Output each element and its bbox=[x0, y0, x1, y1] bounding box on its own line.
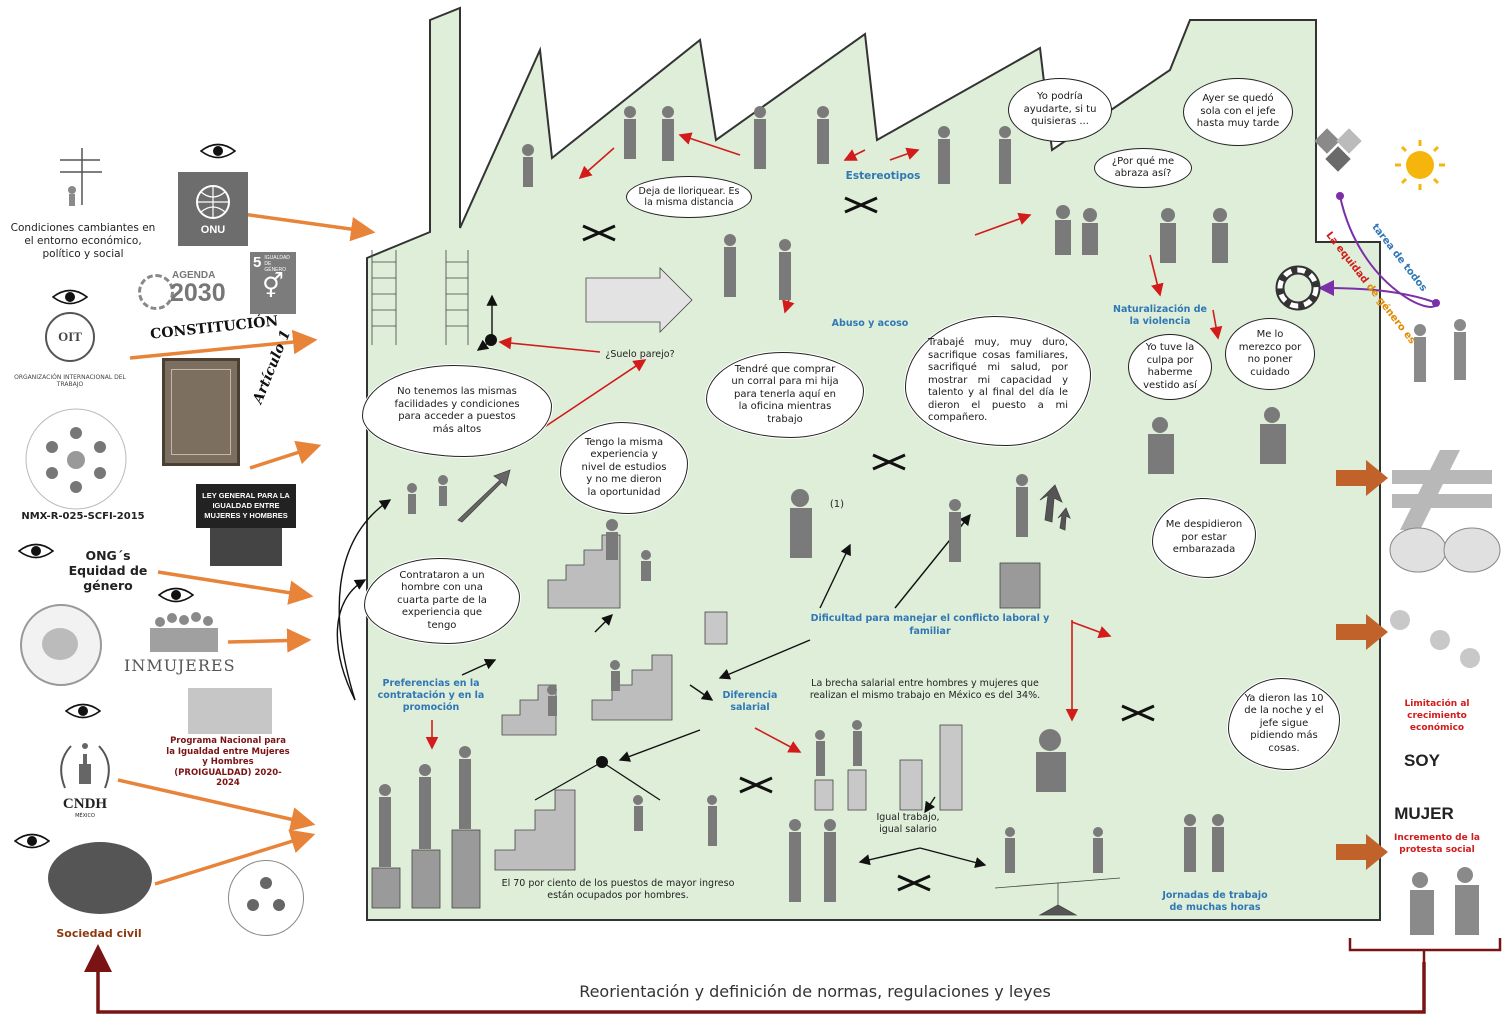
arrow-sociedad bbox=[154, 829, 316, 886]
mexico-seal-image bbox=[210, 528, 282, 566]
limitacion-label: Limitación al crecimiento económico bbox=[1404, 699, 1470, 733]
constitution-document-image bbox=[162, 358, 240, 466]
puzzle-hands-icon bbox=[1314, 128, 1362, 172]
label-preferencias: Preferencias en la contratación y en la … bbox=[377, 678, 485, 713]
arrow-onu bbox=[227, 210, 376, 242]
thought-cloud: Ya dieron las 10 de la noche y el jefe s… bbox=[1228, 678, 1340, 770]
crossed-swords-3 bbox=[872, 453, 906, 471]
ong-label: ONG´s Equidad de género bbox=[68, 548, 148, 593]
suelo-parejo-text: ¿Suelo parejo? bbox=[605, 349, 675, 360]
cndh-label: CNDH bbox=[62, 796, 108, 812]
oit-emblem: OIT bbox=[45, 312, 95, 362]
arrow-articulo bbox=[249, 440, 322, 470]
sdg5-number: 5 bbox=[253, 254, 262, 271]
label-jornadas: Jornadas de trabajo de muchas horas bbox=[1162, 890, 1268, 913]
thought-cloud: Me despidieron por estar embarazada bbox=[1152, 498, 1256, 578]
speech-bubble: ¿Por qué me abraza así? bbox=[1094, 148, 1192, 188]
crossed-swords-5 bbox=[897, 874, 931, 892]
gender-equality-icon: ⚥ bbox=[262, 273, 284, 300]
footnote-1: (1) bbox=[829, 499, 845, 510]
nmx-seal-icon bbox=[25, 408, 127, 510]
speech-bubble: Yo tuve la culpa por haberme vestido así bbox=[1128, 334, 1212, 400]
arrow-right-2 bbox=[1336, 614, 1388, 650]
conapred-logo bbox=[228, 860, 304, 936]
ley-general-label: LEY GENERAL PARA LA IGUALDAD ENTRE MUJER… bbox=[196, 484, 296, 528]
agenda-top: AGENDA bbox=[172, 270, 216, 281]
oit-logo: OIT bbox=[30, 312, 120, 362]
figure-group bbox=[379, 106, 1286, 902]
label-abuso-acoso: Abuso y acoso bbox=[831, 318, 909, 329]
thought-cloud: Trabajé muy, muy duro, sacrifique cosas … bbox=[905, 316, 1091, 446]
mujer-label: MUJER bbox=[1394, 804, 1454, 823]
crossed-swords-2 bbox=[844, 196, 878, 214]
arrow-right-3 bbox=[1336, 834, 1388, 870]
arrow-cndh bbox=[117, 778, 316, 832]
onu-label: ONU bbox=[200, 224, 226, 236]
thought-cloud: No tenemos las mismas facilidades y cond… bbox=[362, 365, 552, 457]
sdg5-logo: 5 IGUALDAD DE GÉNERO ⚥ bbox=[250, 252, 296, 314]
globe-icon bbox=[196, 185, 230, 219]
eye-icon bbox=[14, 833, 50, 849]
arrow-inmujeres bbox=[227, 628, 312, 653]
equidad-genero-seal bbox=[20, 604, 102, 686]
nmx-label: NMX-R-025-SCFI-2015 bbox=[21, 511, 145, 522]
inmujeres-logo: INMUJERES bbox=[124, 656, 236, 675]
arrow-right-1 bbox=[1336, 460, 1388, 496]
speech-bubble: Deja de lloriquear. Es la misma distanci… bbox=[626, 176, 752, 218]
hand-laurel-icon bbox=[60, 743, 110, 789]
crossed-swords-6 bbox=[1121, 704, 1155, 722]
onu-logo: ONU bbox=[178, 172, 248, 246]
label-diferencia-salarial: Diferencia salarial bbox=[722, 690, 778, 713]
sun-icon bbox=[1395, 140, 1445, 190]
soy-label: SOY bbox=[1404, 751, 1440, 770]
arrow-constitucion bbox=[129, 329, 318, 360]
eye-icon bbox=[18, 543, 54, 559]
eye-icon bbox=[200, 143, 236, 159]
eye-icon bbox=[52, 289, 88, 305]
cndh-sub: MÉXICO bbox=[75, 813, 95, 819]
label-estereotipos: Estereotipos bbox=[845, 170, 921, 182]
proigualdad-label: Programa Nacional para la Igualdad entre… bbox=[166, 736, 290, 788]
label-dificultad: Dificultad para manejar el conflicto lab… bbox=[810, 613, 1050, 637]
crossed-swords-1 bbox=[582, 224, 616, 242]
oit-label: ORGANIZACIÓN INTERNACIONAL DEL TRABAJO bbox=[14, 374, 126, 388]
arrow-ong bbox=[157, 570, 314, 605]
footer-caption: Reorientación y definición de normas, re… bbox=[579, 982, 1051, 1001]
crossed-swords-4 bbox=[739, 776, 773, 794]
setenta-por-ciento-text: El 70 por ciento de los puestos de mayor… bbox=[501, 878, 735, 901]
speech-bubble: Yo podría ayudarte, si tu quisieras ... bbox=[1008, 78, 1112, 142]
right-bracket bbox=[1348, 938, 1502, 962]
igual-trabajo-text: Igual trabajo, igual salario bbox=[876, 812, 940, 835]
eye-icon bbox=[65, 703, 101, 719]
brecha-salarial-text: La brecha salarial entre hombres y mujer… bbox=[809, 678, 1041, 701]
thought-cloud: Tendré que comprar un corral para mi hij… bbox=[706, 352, 864, 438]
speech-bubble: Me lo merezco por no poner cuidado bbox=[1225, 318, 1315, 390]
people-circle-icon bbox=[247, 877, 285, 911]
label-naturalizacion: Naturalización de la violencia bbox=[1113, 304, 1207, 327]
sdg-wheel-icon bbox=[138, 274, 174, 310]
speech-bubble: Ayer se quedó sola con el jefe hasta muy… bbox=[1183, 78, 1293, 146]
context-label: Condiciones cambiantes en el entorno eco… bbox=[10, 222, 156, 260]
cndh-emblem bbox=[55, 738, 115, 792]
protesta-label: Incremento de la protesta social bbox=[1394, 833, 1480, 855]
nmx-logo bbox=[22, 405, 130, 513]
sdg5-label: IGUALDAD DE GÉNERO bbox=[264, 255, 290, 273]
thought-cloud: Tengo la misma experiencia y nivel de es… bbox=[560, 422, 688, 514]
eye-icon bbox=[158, 587, 194, 603]
thought-cloud: Contrataron a un hombre con una cuarta p… bbox=[364, 558, 520, 644]
life-ring-icon bbox=[1275, 265, 1321, 311]
agenda-2030-logo: AGENDA 2030 bbox=[132, 270, 244, 314]
agenda-year: 2030 bbox=[170, 279, 226, 307]
feedback-loop bbox=[84, 944, 1426, 1014]
hands-image bbox=[188, 688, 272, 734]
sociedad-civil-label: Sociedad civil bbox=[56, 927, 142, 940]
